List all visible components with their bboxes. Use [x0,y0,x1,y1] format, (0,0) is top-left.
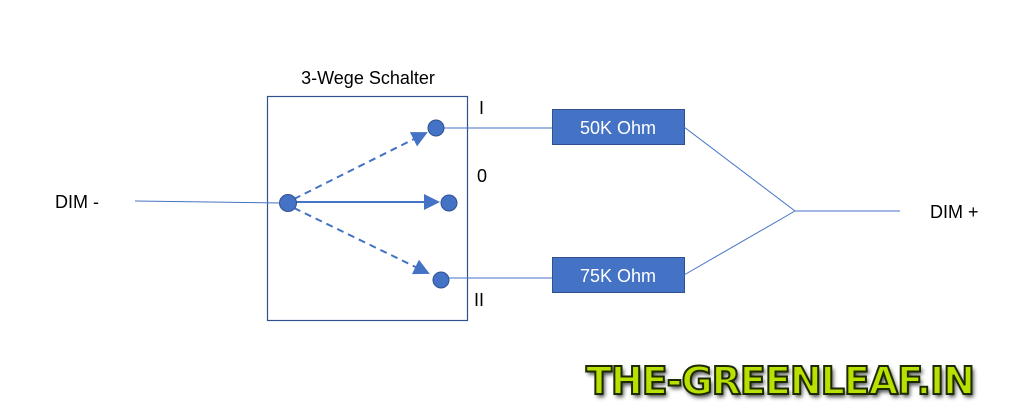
switch-path-top [293,132,428,200]
input-label: DIM - [55,192,99,212]
watermark-logo: THE-GREENLEAF.IN [585,358,976,404]
resistor-50k [552,109,685,145]
wire-join-top [683,126,796,212]
position-label-bottom: II [474,290,484,310]
switch-path-bottom [293,207,430,275]
switch-box [266,95,469,322]
output-label: DIM + [930,202,979,222]
terminal-middle [440,194,458,212]
terminal-bottom [432,271,450,289]
resistor-75k [552,257,685,293]
resistor-50k-label: 50K Ohm [580,118,656,138]
input-wire [134,200,283,204]
wire-join-bottom [683,210,796,276]
position-label-top: I [479,98,484,118]
position-label-middle: 0 [477,166,487,186]
switch-title: 3-Wege Schalter [301,68,435,88]
common-terminal [279,194,297,212]
resistor-75k-label: 75K Ohm [580,266,656,286]
terminal-top [427,119,445,137]
